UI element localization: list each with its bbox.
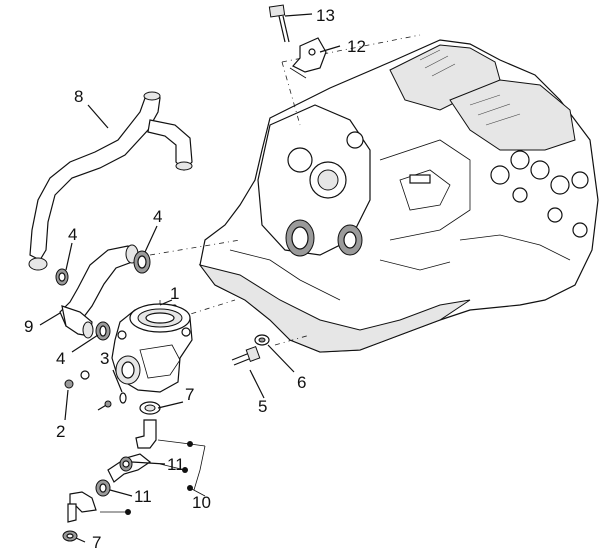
callout-5: 5 — [258, 397, 267, 416]
screw-2 — [64, 370, 112, 411]
hose-clamp-11b — [95, 479, 111, 497]
hose-clamp-4c — [95, 321, 111, 341]
callout-6: 6 — [297, 373, 306, 392]
callout-11-lower: 11 — [134, 487, 152, 506]
water-pump-1 — [111, 303, 193, 393]
washer-3 — [119, 392, 127, 404]
callout-1: 1 — [170, 284, 179, 303]
callout-2: 2 — [56, 422, 65, 441]
hose-clamp-4a — [55, 268, 69, 286]
mounting-bolt-13 — [268, 4, 290, 43]
pipe-clamp-7b — [62, 530, 78, 542]
callout-3: 3 — [100, 349, 109, 368]
callout-labels: 13 12 8 4 4 1 9 4 3 7 6 5 2 11 11 10 7 — [24, 6, 366, 552]
hose-bracket-12 — [289, 37, 327, 79]
bolt-5 — [231, 346, 261, 366]
callout-4-upper-right: 4 — [153, 207, 162, 226]
engine-block — [198, 39, 599, 353]
callout-4-lower: 4 — [56, 349, 65, 368]
callout-11-upper: 11 — [167, 455, 185, 474]
pipe-clamp-7a — [139, 401, 161, 415]
long-coolant-hose-8 — [28, 91, 193, 271]
hose-clamp-11a — [119, 456, 133, 472]
callout-9: 9 — [24, 317, 33, 336]
callout-4-upper-left: 4 — [68, 225, 77, 244]
leader-lines — [39, 13, 341, 543]
callout-13: 13 — [316, 6, 335, 25]
hose-clamp-4b — [133, 250, 151, 274]
callout-10: 10 — [192, 493, 211, 512]
callout-7-lower: 7 — [92, 533, 101, 552]
fitting-6 — [254, 334, 270, 346]
callout-12: 12 — [347, 37, 366, 56]
callout-8: 8 — [74, 87, 83, 106]
callout-7-upper: 7 — [185, 385, 194, 404]
